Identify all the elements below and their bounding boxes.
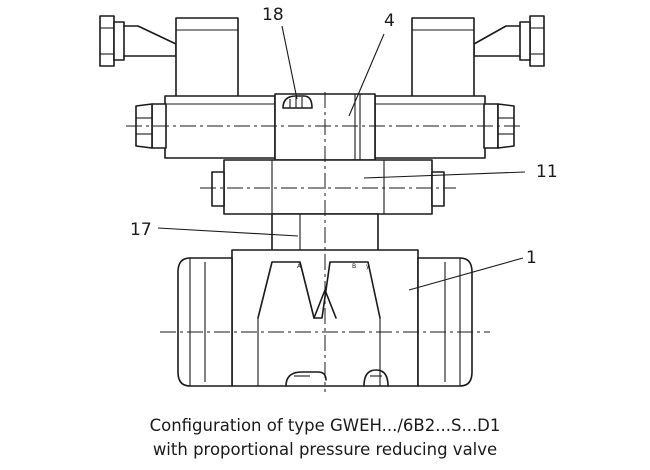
figure-caption: Configuration of type GWEH.../6B2...S...… <box>0 414 650 462</box>
leader-lines <box>157 25 526 291</box>
callout-18: 18 <box>262 5 284 25</box>
caption-line-1: Configuration of type GWEH.../6B2...S...… <box>149 416 501 435</box>
port-b-label: B <box>352 263 356 270</box>
pilot-valve-body <box>135 93 515 161</box>
callout-4: 4 <box>384 11 395 31</box>
right-solenoid-connector <box>411 15 545 99</box>
valve-technical-drawing: A B y 18 4 11 17 1 <box>99 5 558 392</box>
port-a-label: A <box>297 263 302 270</box>
centerlines <box>126 92 524 392</box>
pressure-reducing-valve <box>211 159 445 215</box>
caption-line-2: with proportional pressure reducing valv… <box>152 440 498 459</box>
left-solenoid-connector <box>99 15 239 99</box>
callout-11: 11 <box>536 162 558 182</box>
callout-1: 1 <box>526 248 537 268</box>
callout-17: 17 <box>130 220 152 240</box>
port-y-label: y <box>366 263 370 270</box>
